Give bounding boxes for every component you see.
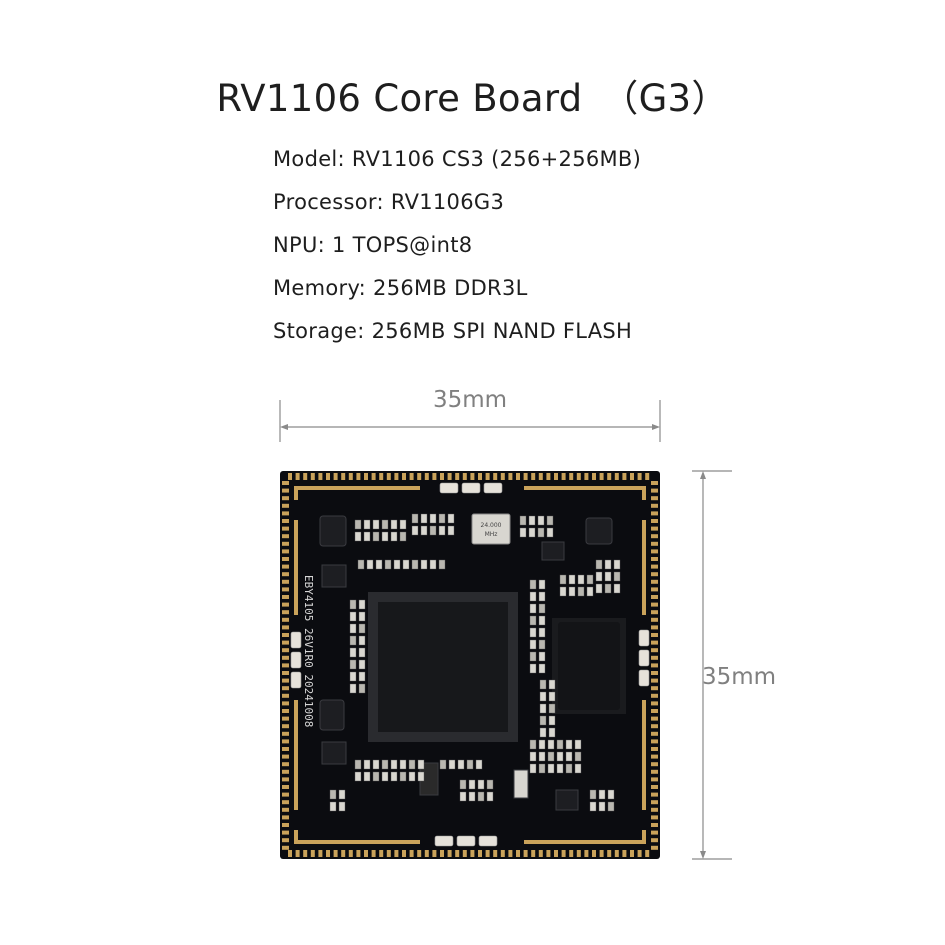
gold-frame	[294, 486, 646, 844]
crystal-oscillator: 24.000 MHz	[471, 513, 511, 545]
spi-nand-flash-chip	[552, 618, 626, 714]
spec-storage: Storage: 256MB SPI NAND FLASH	[273, 319, 633, 343]
passive-components	[329, 513, 621, 812]
spec-memory: Memory: 256MB DDR3L	[273, 276, 528, 300]
edge-contacts	[290, 482, 650, 847]
svg-text:24.000: 24.000	[481, 522, 502, 529]
spec-model: Model: RV1106 CS3 (256+256MB)	[273, 147, 642, 171]
width-dimension-label: 35mm	[432, 387, 508, 413]
height-dimension-line	[692, 470, 732, 860]
page-title: RV1106 Core Board （G3）	[216, 77, 729, 120]
width-dimension-line	[279, 400, 661, 442]
silkscreen-id: EBY4105 26V1R0 20241008	[302, 575, 315, 727]
height-dimension-label: 35mm	[702, 664, 777, 690]
core-board-pcb: 24.000 MHz EBY4105 26V1R0 20241008	[280, 471, 660, 859]
spec-list: Model: RV1106 CS3 (256+256MB) Processor:…	[273, 144, 641, 359]
edge-pads	[282, 473, 658, 857]
spec-processor: Processor: RV1106G3	[273, 190, 505, 214]
small-ics	[319, 515, 613, 811]
rv1106-soc-chip	[368, 592, 518, 742]
spec-npu: NPU: 1 TOPS@int8	[273, 233, 473, 257]
svg-text:MHz: MHz	[485, 531, 498, 538]
